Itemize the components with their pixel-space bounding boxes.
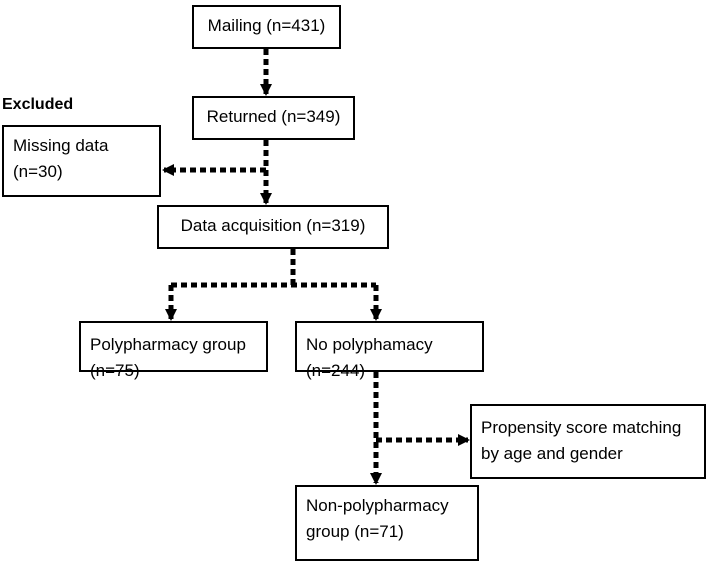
- missing-data-title: Missing data: [13, 136, 109, 155]
- no-polypharmacy-box: No polyphamacy (n=244): [295, 321, 484, 380]
- mailing-box: Mailing (n=431): [192, 5, 341, 49]
- polypharmacy-group-box: Polypharmacy group (n=75): [79, 321, 268, 380]
- returned-box: Returned (n=349): [192, 96, 355, 140]
- mailing-text: Mailing (n=431): [207, 16, 326, 35]
- no-polypharmacy-count: (n=244): [306, 361, 366, 380]
- returned-text: Returned (n=349): [206, 107, 341, 126]
- polypharmacy-group-count: (n=75): [90, 361, 140, 380]
- propensity-matching-line2: by age and gender: [481, 444, 623, 463]
- data-acquisition-text: Data acquisition (n=319): [180, 216, 366, 235]
- polypharmacy-group-title: Polypharmacy group: [90, 335, 246, 354]
- excluded-label: Excluded: [2, 96, 74, 113]
- data-acquisition-box: Data acquisition (n=319): [157, 205, 389, 249]
- non-polypharmacy-group-count: group (n=71): [306, 522, 404, 541]
- missing-data-box: Missing data (n=30): [2, 125, 161, 197]
- non-polypharmacy-group-title: Non-polypharmacy: [306, 496, 449, 515]
- non-polypharmacy-group-box: Non-polypharmacy group (n=71): [295, 485, 479, 561]
- propensity-matching-line1: Propensity score matching: [481, 418, 682, 437]
- missing-data-count: (n=30): [13, 162, 63, 181]
- no-polypharmacy-title: No polyphamacy: [306, 335, 433, 354]
- propensity-matching-box: Propensity score matching by age and gen…: [470, 404, 706, 479]
